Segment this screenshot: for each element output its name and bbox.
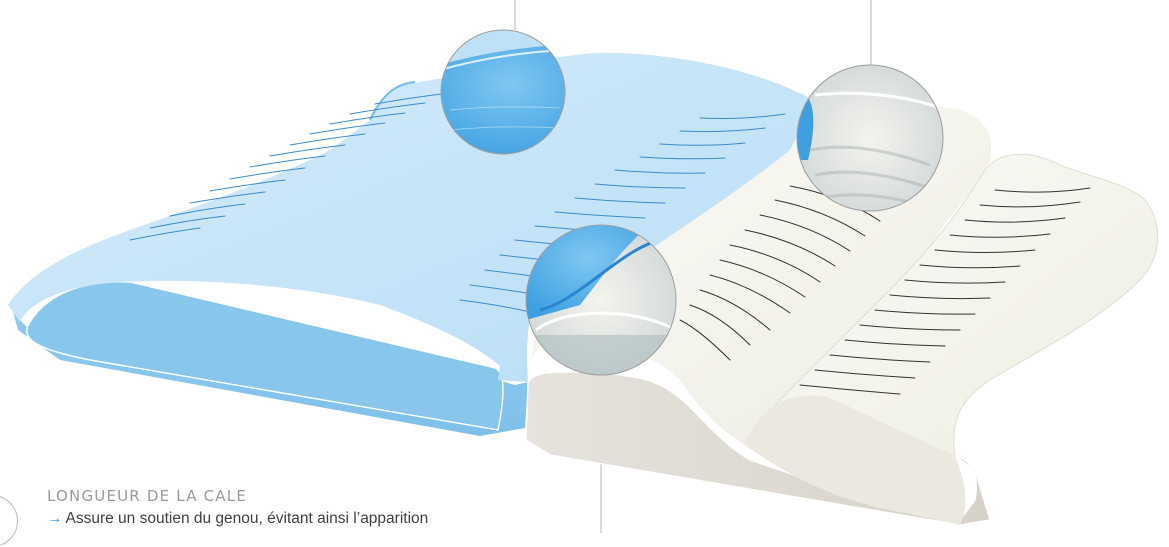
annotation-text: Assure un soutien du genou, évitant ains… — [66, 510, 429, 527]
arrow-right-icon: → — [47, 510, 63, 527]
cushion-illustration — [0, 0, 1169, 533]
annotation-title: LONGUEUR DE LA CALE — [47, 487, 747, 505]
annotation-block: LONGUEUR DE LA CALE →Assure un soutien d… — [47, 487, 747, 529]
annotation-text-line: →Assure un soutien du genou, évitant ain… — [47, 509, 747, 529]
